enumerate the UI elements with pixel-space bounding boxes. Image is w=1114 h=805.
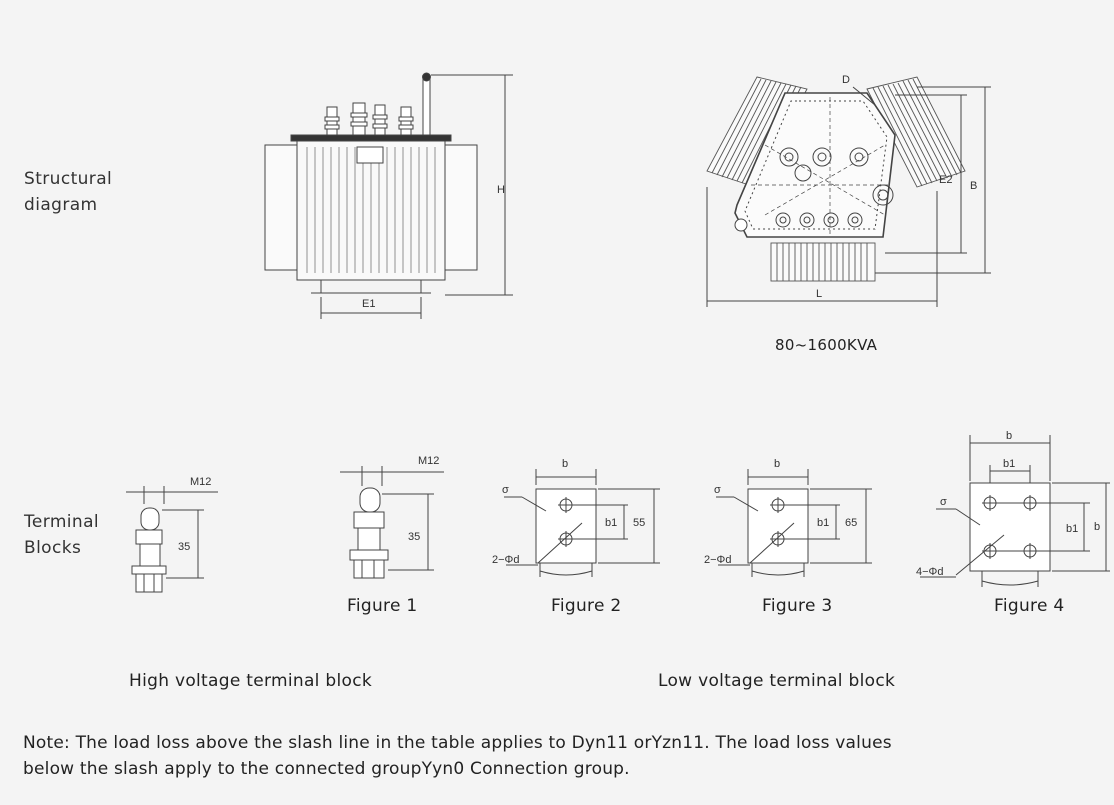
figure-4-drawing: b b1 b1 b σ 4−Φd [916,430,1110,587]
fig4-hole-label: 4−Φd [916,566,943,578]
dim-label-d: D [842,74,850,86]
dim-label-h: H [497,184,505,196]
fig3-b1-label: b1 [817,517,829,529]
dim-label-e1: E1 [362,298,375,310]
fig4-sigma-label: σ [940,496,947,508]
capacity-range-caption: 80~1600KVA [775,336,878,354]
fig3-sigma-label: σ [714,484,721,496]
figure-1-drawing: M12 35 [340,455,444,579]
fig3-b-label: b [774,458,780,470]
dim-label-e2: E2 [939,174,952,186]
note-line-2: below the slash apply to the connected g… [23,759,630,779]
transformer-top-view: D E2 B L [706,74,991,307]
figure-1-caption: Figure 1 [347,596,418,616]
lv-terminal-caption: Low voltage terminal block [658,671,896,691]
fig4-b-label: b [1006,430,1012,442]
figure-2-caption: Figure 2 [551,596,622,616]
terminal-blocks-label: Terminal Blocks [24,512,100,558]
figure-2-drawing: b b1 55 σ 2−Φd [492,458,660,577]
fig2-55-label: 55 [633,517,645,529]
hv-terminal-caption: High voltage terminal block [129,671,373,691]
note-line-1: Note: The load loss above the slash line… [23,733,892,753]
fig4-b1-top-label: b1 [1003,458,1015,470]
hv-35-label: 35 [178,541,190,553]
fig2-b-label: b [562,458,568,470]
fig1-35-label: 35 [408,531,420,543]
fig3-65-label: 65 [845,517,857,529]
fig2-b1-label: b1 [605,517,617,529]
dim-label-b: B [970,180,977,192]
fig4-b-side-label: b [1094,521,1100,533]
fig2-sigma-label: σ [502,484,509,496]
hv-m12-label: M12 [190,476,211,488]
structural-diagram-label: Structural diagram [24,169,113,215]
dim-label-l: L [816,288,822,300]
figure-3-drawing: b b1 65 σ 2−Φd [704,458,872,577]
fig3-hole-label: 2−Φd [704,554,731,566]
fig4-b1-side-label: b1 [1066,523,1078,535]
hv-terminal-block-drawing: M12 35 [126,476,218,593]
figure-4-caption: Figure 4 [994,596,1065,616]
fig1-m12-label: M12 [418,455,439,467]
fig2-hole-label: 2−Φd [492,554,519,566]
figure-3-caption: Figure 3 [762,596,833,616]
transformer-front-view: H E1 [264,72,513,319]
